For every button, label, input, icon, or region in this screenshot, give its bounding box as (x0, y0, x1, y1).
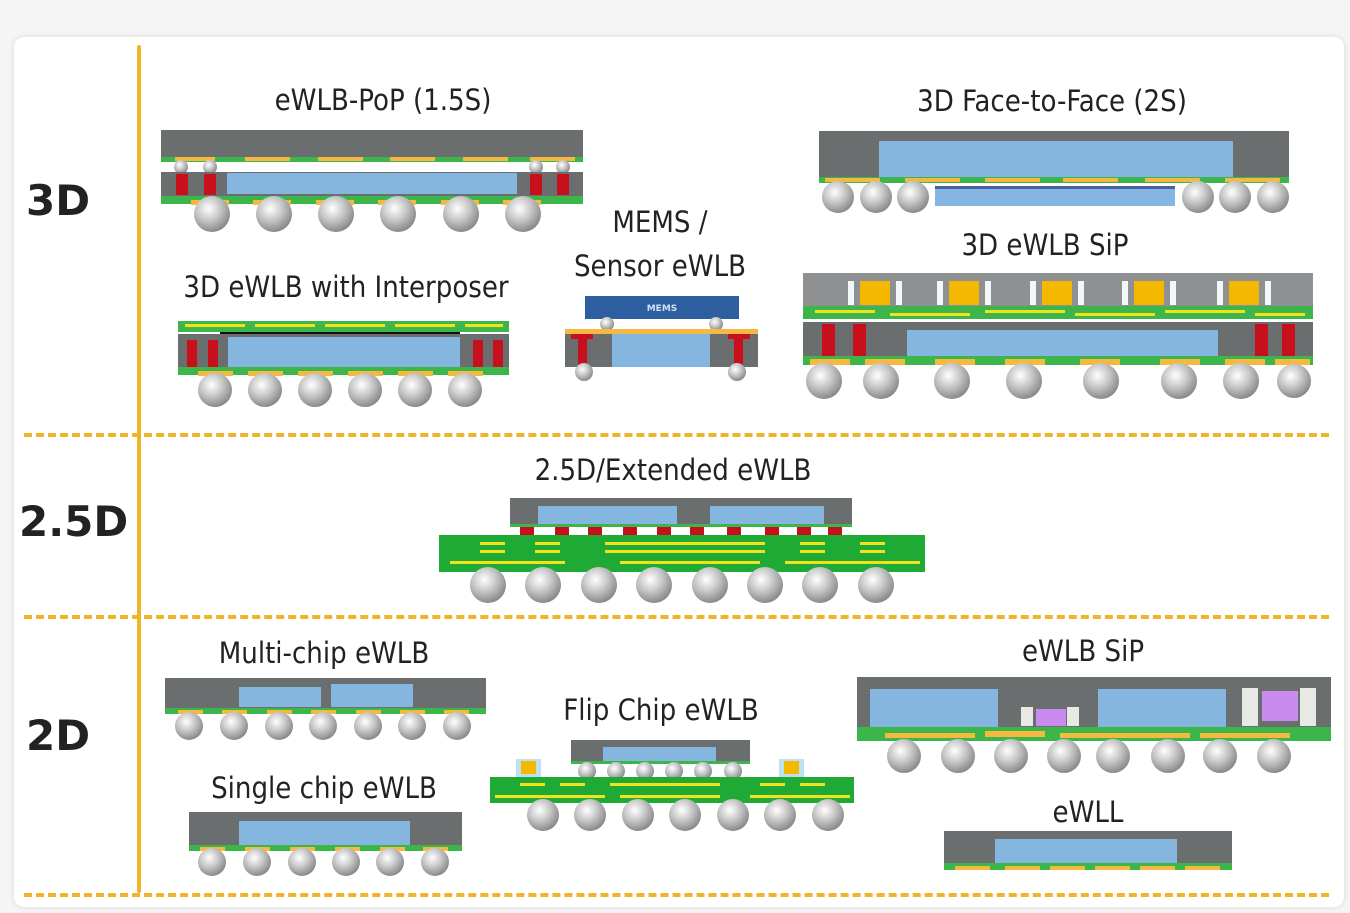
tier-label-25d: 2.5D (19, 497, 129, 546)
divider-bottom (24, 893, 1329, 897)
pkg-multi-chip (165, 678, 486, 740)
pkg-interposer (178, 321, 509, 407)
label-mems-line2: Sensor eWLB (573, 249, 747, 283)
label-extended: 2.5D/Extended eWLB (534, 453, 812, 487)
tier-label-2d: 2D (26, 711, 91, 760)
pkg-flip-chip (490, 740, 854, 831)
label-ewlb-pop: eWLB-PoP (1.5S) (274, 83, 492, 117)
pkg-2d-sip (857, 677, 1331, 773)
pkg-ewlb-pop (161, 130, 583, 232)
label-multi-chip: Multi-chip eWLB (218, 636, 430, 670)
label-ewll: eWLL (1052, 795, 1124, 829)
divider-3d-25d (24, 433, 1329, 437)
tier-label-3d: 3D (26, 176, 91, 225)
mems-chip-text: MEMS (647, 304, 678, 314)
divider-25d-2d (24, 615, 1329, 619)
label-face-to-face: 3D Face-to-Face (2S) (917, 84, 1187, 118)
pkg-single-chip (189, 812, 462, 876)
tier-axis-line (137, 45, 141, 893)
pkg-ewll (944, 831, 1232, 870)
label-2d-sip: eWLB SiP (1021, 634, 1145, 668)
pkg-mems-sensor (565, 296, 758, 381)
label-flip-chip: Flip Chip eWLB (563, 693, 759, 727)
pkg-face-to-face (819, 131, 1289, 213)
label-mems-line1: MEMS / (612, 205, 708, 239)
label-single-chip: Single chip eWLB (211, 771, 437, 805)
label-3d-sip: 3D eWLB SiP (961, 228, 1129, 262)
pkg-extended (439, 498, 925, 603)
pkg-3d-sip (803, 273, 1313, 399)
label-interposer: 3D eWLB with Interposer (183, 270, 509, 304)
